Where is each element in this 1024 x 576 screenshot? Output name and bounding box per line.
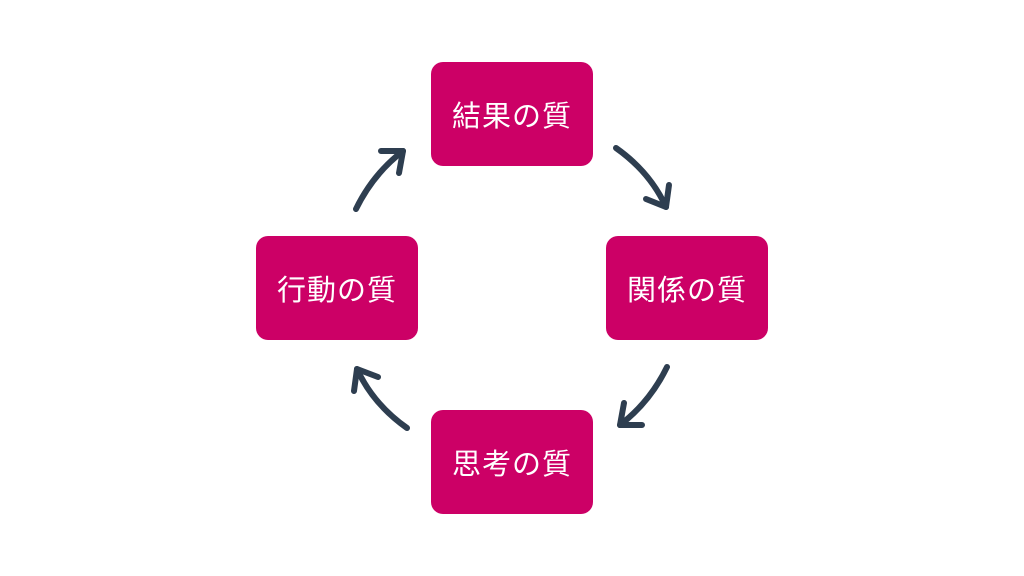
- node-relationship-label: 関係の質: [626, 273, 747, 307]
- node-action: 行動の質: [256, 236, 418, 340]
- arrow-results-to-relationship: [613, 145, 672, 210]
- node-results-label: 結果の質: [451, 99, 572, 133]
- node-thinking-label: 思考の質: [451, 447, 572, 481]
- node-action-label: 行動の質: [276, 273, 397, 307]
- node-thinking: 思考の質: [431, 410, 593, 514]
- node-relationship: 関係の質: [606, 236, 768, 340]
- arrow-thinking-to-action: [351, 366, 410, 431]
- node-results: 結果の質: [431, 62, 593, 166]
- arrow-relationship-to-thinking: [617, 364, 670, 428]
- arrow-action-to-results: [353, 148, 406, 212]
